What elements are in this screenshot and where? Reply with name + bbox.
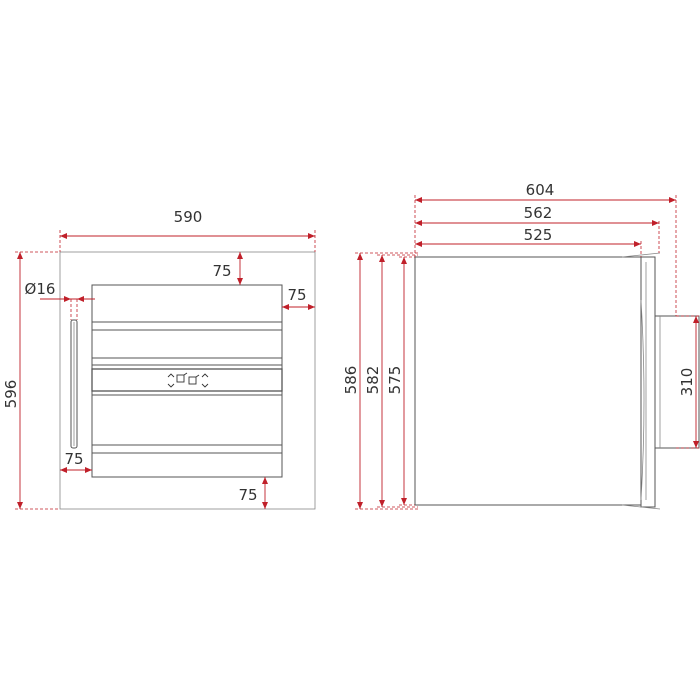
side-depth-body-label: 525 [524,226,553,244]
fascia-curve [640,299,645,501]
front-view [59,251,316,510]
fascia-bottom [621,504,661,510]
front-bottom-margin-label: 75 [238,486,257,504]
front-width-label: 590 [174,208,203,226]
front-dimensions: 590 596 75 75 Ø16 75 75 [2,208,316,510]
side-height-outer-label: 586 [342,366,360,395]
side-height-inner-label: 575 [386,366,404,395]
door-handle [70,319,78,449]
control-panel [91,368,283,392]
side-depth-mid-label: 562 [524,204,553,222]
duct-height-label: 310 [678,368,696,397]
front-door-panel [91,284,283,478]
control-icons [167,372,209,388]
front-outer-frame [59,251,316,510]
side-fascia [640,256,656,508]
side-depth-total-label: 604 [526,181,555,199]
front-top-margin-label: 75 [212,262,231,280]
side-body [414,256,642,506]
side-dimensions: 604 562 525 586 582 575 [342,181,700,510]
handle-diameter-label: Ø16 [25,280,56,298]
front-height-label: 596 [2,380,20,409]
front-left-margin-label: 75 [64,450,83,468]
side-view [414,252,700,510]
front-right-margin-label: 75 [287,286,306,304]
side-height-mid-label: 582 [364,366,382,395]
fascia-top [621,252,661,258]
